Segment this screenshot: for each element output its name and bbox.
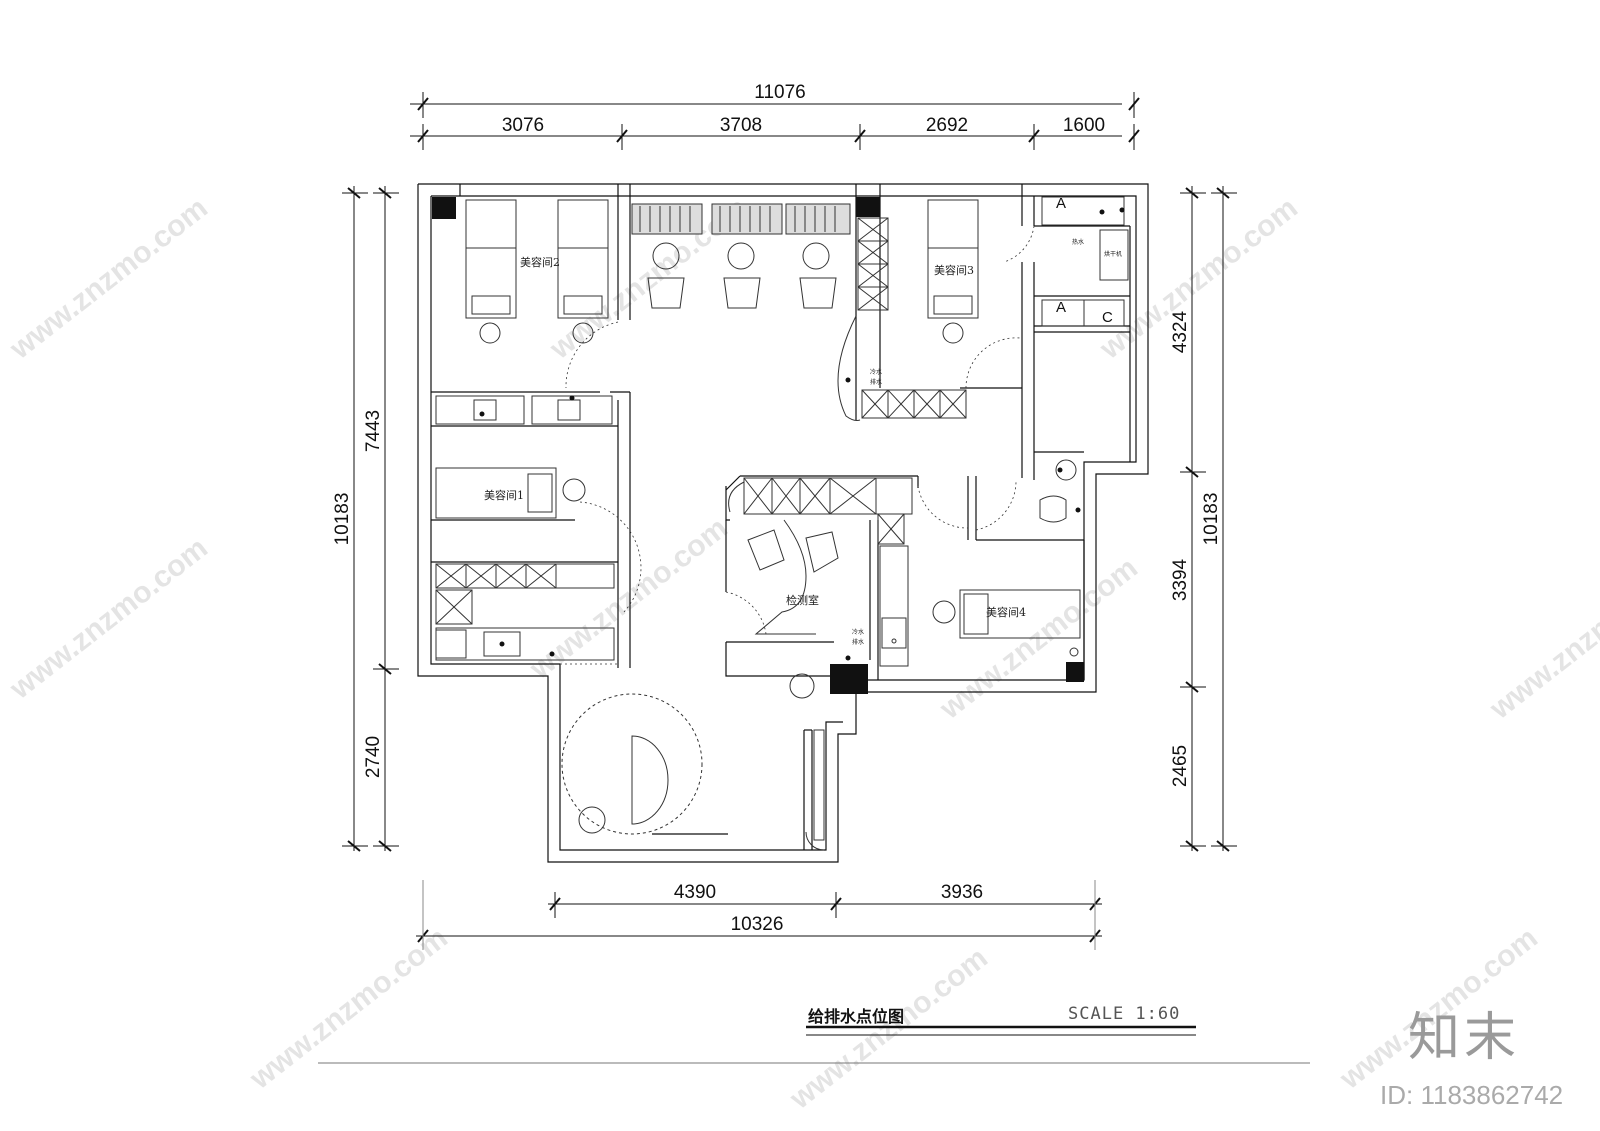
title-rules [318, 1025, 1310, 1064]
watermark-layer: www.znzmo.com www.znzmo.com www.znzmo.co… [3, 191, 1600, 1116]
watermark-text: www.znzmo.com [1093, 191, 1304, 366]
dimension-lines [342, 92, 1237, 950]
cabinet-label: A [1056, 195, 1066, 212]
dim-top-segment: 2692 [926, 115, 968, 136]
brand-logo: 知末 [1408, 1008, 1521, 1068]
room-label-3: 美容间3 [934, 263, 974, 277]
dim-top-segment: 3708 [720, 115, 762, 136]
columns [432, 197, 1084, 694]
water-note: 冷水 [852, 628, 864, 636]
water-note: 冷水 [870, 368, 882, 376]
dim-bottom-segment: 4390 [674, 882, 716, 903]
watermark-text: www.znzmo.com [783, 941, 994, 1116]
dim-bottom-total: 10326 [731, 914, 784, 935]
dim-right-segment: 2465 [1170, 745, 1191, 787]
door-swings [560, 225, 1035, 665]
image-id: ID: 1183862742 [1380, 1080, 1564, 1110]
room-label-1: 美容间1 [484, 488, 524, 502]
cabinet-label: A [1056, 299, 1066, 316]
scale-label: SCALE 1:60 [1068, 1004, 1181, 1024]
watermark-text: www.znzmo.com [3, 191, 214, 366]
watermark-text: www.znzmo.com [933, 551, 1144, 726]
watermark-text: www.znzmo.com [1483, 551, 1600, 726]
drawing-title: 给排水点位图 [808, 1007, 905, 1026]
cabinet-label: C [1102, 309, 1113, 326]
dim-left-segment: 7443 [363, 410, 384, 452]
water-note: 排水 [852, 638, 864, 646]
furniture [435, 196, 1129, 851]
dim-top-segment: 1600 [1063, 115, 1105, 136]
dim-left-total: 10183 [332, 493, 353, 546]
dim-bottom-segment: 3936 [941, 882, 983, 903]
water-points [479, 207, 1125, 661]
dim-top-total: 11076 [754, 82, 805, 103]
water-note: 排水 [870, 378, 882, 386]
watermark-text: www.znzmo.com [243, 921, 454, 1096]
dim-right-total: 10183 [1201, 493, 1222, 546]
dim-right-segment: 3394 [1170, 558, 1191, 601]
dim-right-segment: 4324 [1170, 310, 1191, 353]
dim-top-segment: 3076 [502, 115, 544, 136]
walls [417, 183, 1149, 863]
dryer-label: 烘干机 [1104, 250, 1122, 258]
dim-left-segment: 2740 [363, 736, 384, 778]
room-label-4: 美容间4 [986, 605, 1026, 619]
water-note: 热水 [1072, 238, 1084, 246]
room-label-2: 美容间2 [520, 255, 560, 269]
room-label-exam: 检测室 [786, 593, 819, 607]
watermark-text: www.znzmo.com [3, 531, 214, 706]
